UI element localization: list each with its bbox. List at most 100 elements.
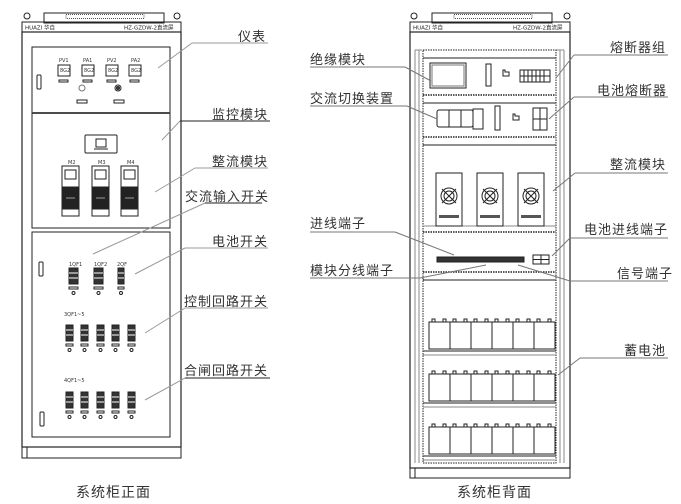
circuit-breaker[interactable] bbox=[93, 267, 104, 295]
callout-ac-switching-device: 交流切换装置 bbox=[310, 92, 395, 107]
meter-label-pa1: PA1 bbox=[83, 58, 92, 64]
battery-cell bbox=[512, 318, 535, 350]
battery-cell bbox=[428, 370, 451, 402]
battery-cell bbox=[428, 423, 451, 455]
fan-icon bbox=[440, 187, 458, 205]
battery-cell bbox=[533, 318, 556, 350]
fuse-group-device bbox=[519, 69, 551, 83]
front-label-plate bbox=[76, 99, 88, 104]
front-rectifier-unit bbox=[120, 165, 139, 217]
circuit-breaker[interactable] bbox=[117, 267, 125, 295]
front-cabinet bbox=[21, 12, 182, 459]
circuit-breaker[interactable] bbox=[80, 324, 89, 352]
meter-pv1 bbox=[57, 64, 71, 77]
circuit-breaker[interactable] bbox=[96, 391, 105, 419]
back-indicator-2 bbox=[512, 113, 520, 121]
battery-cell bbox=[491, 318, 514, 350]
back-lift-ring-right bbox=[563, 12, 571, 20]
back-rectifiers bbox=[435, 172, 545, 227]
battery-cell bbox=[428, 318, 451, 350]
callout-battery-fuse: 电池熔断器 bbox=[597, 84, 668, 99]
front-header-brand: HUAZI 华自 bbox=[25, 24, 55, 32]
callout-control-circuit-switch: 控制回路开关 bbox=[184, 295, 269, 310]
front-rectifier-panel bbox=[31, 112, 171, 229]
meter-display-pv2: 8G2 bbox=[108, 68, 118, 74]
rectifier-label-m2: M2 bbox=[68, 160, 76, 166]
back-caption: 系统柜背面 bbox=[457, 485, 532, 501]
back-terminal-strip-2 bbox=[494, 105, 501, 131]
front-handle-3[interactable] bbox=[39, 411, 45, 427]
callout-monitor-module: 监控模块 bbox=[212, 108, 269, 123]
circuit-breaker[interactable] bbox=[96, 324, 105, 352]
front-switch-panel bbox=[31, 231, 171, 438]
battery-fuse-device bbox=[532, 107, 548, 131]
front-meters bbox=[57, 64, 142, 104]
callout-insulation-module: 绝缘模块 bbox=[310, 53, 367, 68]
control-group-label: 3QF1~5 bbox=[64, 312, 85, 318]
front-rectifier-unit bbox=[61, 165, 80, 217]
monitor-module bbox=[84, 134, 118, 154]
battery-cell bbox=[512, 423, 535, 455]
callout-closing-circuit-switch: 合闸回路开关 bbox=[184, 364, 269, 379]
meter-display-pv1: 8G2 bbox=[60, 68, 70, 74]
front-rectifiers bbox=[61, 165, 139, 217]
circuit-breaker[interactable] bbox=[65, 324, 74, 352]
front-lift-ring-left bbox=[23, 12, 31, 20]
terminal-block bbox=[436, 254, 550, 265]
meter-pv2 bbox=[105, 64, 119, 77]
ac-switching-device-unit bbox=[436, 108, 484, 130]
rectifier-label-m3: M3 bbox=[98, 160, 106, 166]
back-rectifier-unit bbox=[476, 172, 504, 227]
front-handle-1[interactable] bbox=[36, 74, 42, 90]
back-header-model: HZ-GZDW-2直流屏 bbox=[513, 24, 563, 32]
meter-label-pv2: PV2 bbox=[107, 58, 117, 64]
battery-cell bbox=[449, 423, 472, 455]
circuit-breaker[interactable] bbox=[68, 267, 79, 295]
back-indicator-1 bbox=[502, 69, 510, 77]
circuit-breaker[interactable] bbox=[65, 391, 74, 419]
battery-cell bbox=[449, 318, 472, 350]
callout-module-branch-terminal: 模块分线端子 bbox=[310, 264, 395, 279]
callout-back-rectifier-module: 整流模块 bbox=[610, 158, 667, 173]
selector-switch-2[interactable] bbox=[114, 84, 122, 92]
callout-battery-switch: 电池开关 bbox=[212, 235, 269, 250]
back-leader-lines bbox=[310, 54, 668, 376]
battery-cell bbox=[491, 423, 514, 455]
front-switches bbox=[65, 267, 136, 419]
circuit-breaker[interactable] bbox=[80, 391, 89, 419]
insulation-module-device bbox=[429, 62, 467, 89]
back-base bbox=[409, 467, 571, 479]
callout-battery-incoming-terminal: 电池进线端子 bbox=[584, 223, 669, 238]
circuit-breaker[interactable] bbox=[111, 324, 120, 352]
meter-label-plate bbox=[58, 79, 69, 83]
circuit-breaker[interactable] bbox=[111, 391, 120, 419]
meter-display-pa1: 8G2 bbox=[84, 68, 94, 74]
callout-meter: 仪表 bbox=[238, 30, 267, 45]
front-header-model: HZ-GZDW-2直流屏 bbox=[124, 24, 174, 32]
meter-label-pa2: PA2 bbox=[131, 58, 140, 64]
front-base bbox=[21, 446, 182, 459]
battery-cell bbox=[512, 370, 535, 402]
front-caption: 系统柜正面 bbox=[76, 485, 151, 501]
back-mounting-frame bbox=[422, 49, 557, 464]
back-rectifier-unit bbox=[517, 172, 545, 227]
circuit-breaker[interactable] bbox=[127, 391, 136, 419]
storage-batteries bbox=[423, 318, 556, 461]
callout-fuse-group: 熔断器组 bbox=[610, 41, 667, 56]
back-lift-ring-left bbox=[410, 12, 418, 20]
front-rectifier-unit bbox=[91, 165, 110, 217]
front-lift-ring-right bbox=[173, 12, 181, 20]
selector-switch-1[interactable] bbox=[78, 84, 86, 92]
front-top-hanger bbox=[43, 12, 165, 24]
front-handle-2[interactable] bbox=[38, 261, 44, 277]
back-vent bbox=[453, 14, 533, 19]
back-top-hanger bbox=[431, 12, 553, 24]
battery-cell bbox=[533, 370, 556, 402]
battery-cell bbox=[491, 370, 514, 402]
back-terminal-strip-1 bbox=[485, 63, 492, 87]
switch-label-2qf: 2QF bbox=[117, 262, 127, 268]
meter-label-pv1: PV1 bbox=[59, 58, 69, 64]
circuit-breaker[interactable] bbox=[127, 324, 136, 352]
back-header-brand: HUAZI 华自 bbox=[413, 24, 443, 32]
